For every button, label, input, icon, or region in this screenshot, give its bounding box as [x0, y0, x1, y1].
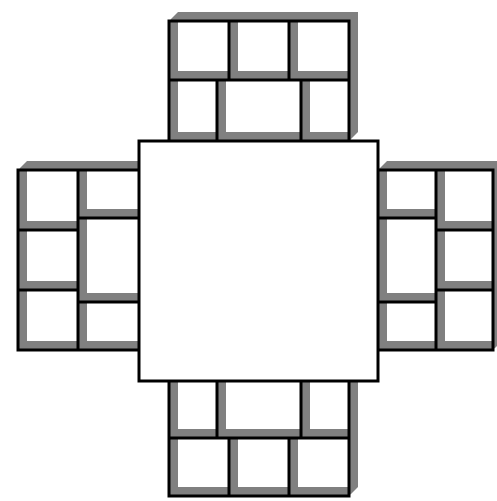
- center-block: [139, 141, 378, 381]
- left-cell-5: [78, 218, 139, 302]
- top-cell-5: [217, 80, 301, 141]
